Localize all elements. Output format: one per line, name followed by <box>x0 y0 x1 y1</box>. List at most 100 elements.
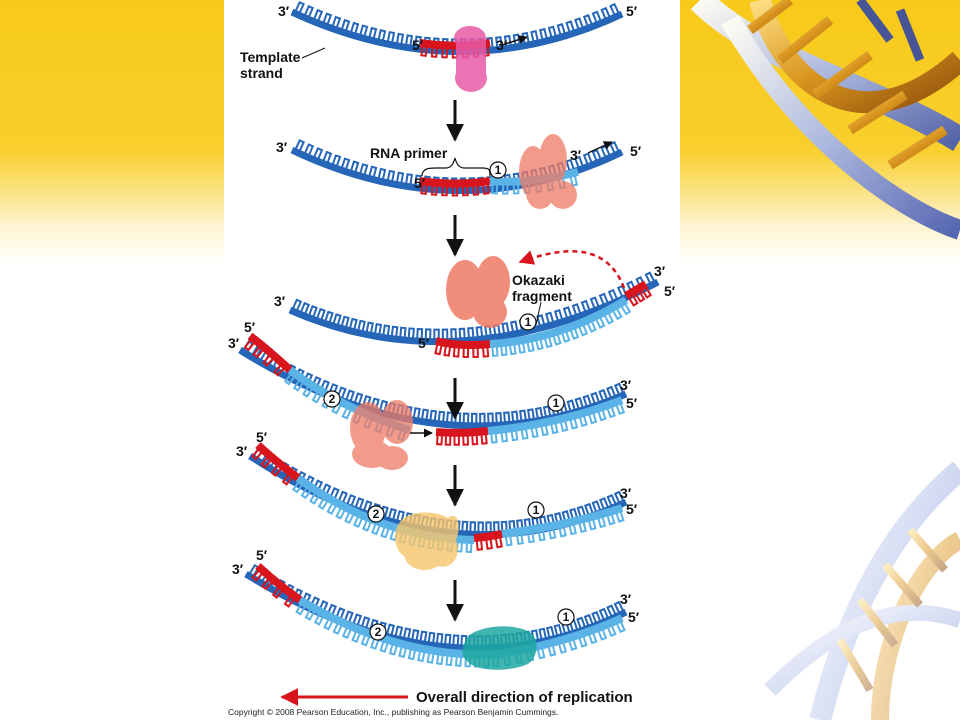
template-strand-step3-tooth <box>509 320 519 332</box>
rna-primer-step3-backbone <box>435 337 491 349</box>
template-strand-step4-tooth <box>320 379 330 392</box>
new-strand-step4-left-tooth <box>283 373 296 386</box>
template-strand-step1-tooth <box>294 0 305 13</box>
new-strand-step5-left-tooth <box>380 526 390 539</box>
five-prime-end-step4-right: 5′ <box>626 395 638 411</box>
template-strand-step1-tooth <box>538 27 548 40</box>
rna-primer-step4-left <box>243 332 293 377</box>
rna-primer-step5-mid-tooth <box>475 540 484 551</box>
okazaki-fragment-step6-tooth <box>547 645 557 657</box>
template-strand-step6-tooth <box>583 613 594 626</box>
rna-primer-step4-mid-backbone <box>435 427 489 437</box>
rna-primer-step2-backbone <box>419 177 491 188</box>
new-strand-step2-tooth <box>569 175 579 187</box>
template-strand-step5-tooth <box>591 500 602 512</box>
template-strand-step4-tooth <box>582 394 592 407</box>
rna-primer-step4-left-backbone <box>247 332 293 373</box>
okazaki-fragment-step3-tooth <box>612 308 623 321</box>
new-strand-step6-left-tooth <box>370 638 380 650</box>
template-strand-step3 <box>288 271 660 346</box>
template-strand-step6-tooth <box>386 623 396 635</box>
template-strand-step1-tooth <box>359 24 369 36</box>
rna-primer-step6-left <box>251 563 303 608</box>
okazaki-fragment-step5-tooth <box>615 511 625 523</box>
new-strand-step2-tooth <box>502 184 509 195</box>
template-strand-step5-tooth <box>584 502 594 515</box>
template-strand-step2-tooth <box>295 139 306 151</box>
template-strand-step1-tooth <box>386 31 396 43</box>
template-strand-step5-tooth <box>492 521 500 532</box>
okazaki-fragment-step5-tooth <box>578 521 587 534</box>
template-strand-step3-tooth <box>399 326 407 338</box>
template-strand-step4-tooth <box>479 412 486 423</box>
svg-text:1: 1 <box>533 503 540 517</box>
three-prime-end-step6-left: 3′ <box>232 561 244 577</box>
template-strand-step5-tooth <box>338 490 348 503</box>
rna-primer-step5-mid <box>473 530 503 551</box>
five-prime-end-step6-left: 5′ <box>256 547 268 563</box>
template-strand-step2-tooth <box>574 155 584 168</box>
new-strand-step4-left-tooth <box>301 385 313 398</box>
template-strand-step3-tooth <box>607 288 618 301</box>
template-strand-step5-tooth <box>485 521 492 532</box>
rna-primer-step3-tooth <box>443 345 452 357</box>
okazaki-fragment-step3-tooth <box>552 334 562 346</box>
template-strand-step4-tooth <box>566 399 576 411</box>
svg-text:2: 2 <box>329 392 336 406</box>
template-strand-step3-tooth <box>553 309 563 321</box>
okazaki-fragment-step3-backbone <box>489 296 629 348</box>
rna-primer-step1-tooth <box>430 47 438 58</box>
template-strand-step3-tooth <box>424 328 432 339</box>
new-strand-step6-left-tooth <box>360 634 371 647</box>
rna-primer-step2 <box>419 177 491 197</box>
template-strand-step6-tooth <box>427 631 436 643</box>
template-strand-step1-tooth <box>396 32 405 44</box>
five-prime-end-step2-right: 5′ <box>630 143 642 159</box>
template-strand-step4-tooth <box>429 409 438 421</box>
template-strand-step3-tooth <box>382 324 391 336</box>
okazaki-fragment-step3 <box>489 296 632 357</box>
rna-primer-step6-left-tooth <box>251 570 263 582</box>
rna-primer-step6-left-tooth <box>271 587 284 599</box>
okazaki-fragment-step5-backbone <box>501 504 624 538</box>
new-strand-step6-left-tooth <box>295 603 306 616</box>
okazaki-fragment-step5-tooth <box>597 516 607 529</box>
three-prime-end-step5-right: 3′ <box>620 485 632 501</box>
circled-number-2-step4: 2 <box>323 390 341 408</box>
template-strand-step4-tooth <box>519 409 527 421</box>
template-strand-step3-tooth <box>545 311 554 324</box>
rna-primer-step3-tooth <box>472 347 479 359</box>
rna-primer-step2-tooth <box>430 185 438 196</box>
template-strand-step4-tooth <box>362 394 372 407</box>
rna-primer-step6-left-tooth <box>283 596 295 608</box>
rna-primer-step4-mid-tooth <box>435 435 444 446</box>
template-strand-step5-tooth <box>500 520 508 532</box>
template-strand-step3-tooth <box>316 307 326 320</box>
okazaki-fragment-step3-tooth <box>526 341 535 353</box>
okazaki-fragment-step6-tooth <box>568 639 578 651</box>
template-strand-step5-tooth <box>576 505 586 517</box>
template-strand-step5-tooth <box>598 497 609 509</box>
three-prime-end-step1-primer: 3′ <box>496 37 508 53</box>
rna-primer-step2-tooth <box>472 185 480 196</box>
three-prime-end-step2-left: 3′ <box>276 139 288 155</box>
rna-primer-step4-mid-tooth <box>453 435 460 446</box>
template-strand-step1-tooth <box>322 12 333 25</box>
new-strand-step2-tooth <box>512 184 520 195</box>
five-prime-end-step1-primer: 5′ <box>412 37 424 53</box>
okazaki-fragment-step3-tooth <box>569 328 580 340</box>
template-strand-step4-tooth <box>487 412 494 423</box>
template-strand-step5-tooth <box>346 493 357 506</box>
okazaki-fragment-step4-tooth <box>510 430 519 442</box>
three-prime-end-step5-left: 3′ <box>236 443 248 459</box>
template-strand-step4-tooth <box>412 407 421 419</box>
okazaki-fragment-step5 <box>501 504 625 547</box>
dna-polymerase-iii-enzyme-step2 <box>519 134 577 209</box>
template-strand-step3-tooth <box>374 323 383 334</box>
new-strand-step6-left-tooth <box>313 613 325 626</box>
template-strand-step2-tooth <box>359 163 369 175</box>
five-prime-end-step6-right: 5′ <box>628 609 640 625</box>
rna-primer-step4-left-tooth <box>252 346 264 359</box>
template-strand-step6-tooth <box>403 627 412 639</box>
template-strand-step6-tooth <box>591 610 601 623</box>
